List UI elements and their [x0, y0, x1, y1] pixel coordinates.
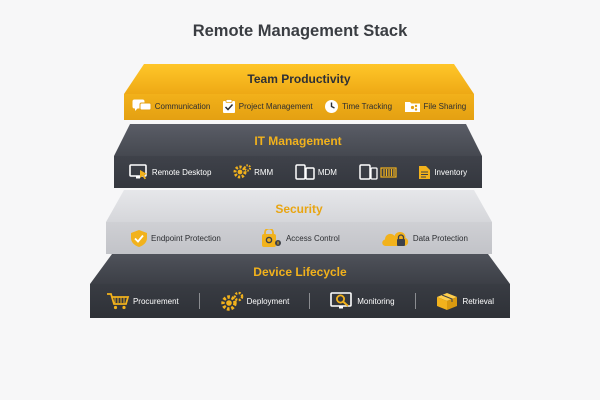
cart-icon	[106, 293, 130, 310]
divider	[309, 293, 311, 309]
layer-team-productivity-slab	[124, 64, 474, 120]
gears-icon	[220, 291, 243, 311]
item-procurement: Procurement	[106, 292, 179, 310]
divider	[414, 293, 416, 309]
item-retrieval: Retrieval	[435, 291, 494, 311]
item-data-protection: Data Protection	[380, 228, 468, 248]
divider	[198, 293, 200, 309]
shared-folder-icon	[404, 102, 420, 112]
box-icon	[437, 293, 458, 310]
layer-team-productivity-items: Communication Project Management Time Tr…	[126, 94, 472, 118]
shield-check-icon	[131, 229, 148, 247]
item-deployment: Deployment	[220, 291, 289, 311]
mobile-devices-icon	[295, 164, 315, 180]
item-devices-barcode	[358, 164, 397, 180]
item-remote-desktop: Remote Desktop	[129, 164, 211, 180]
layer-it-management-slab	[114, 124, 482, 188]
item-time-tracking: Time Tracking	[324, 99, 392, 114]
item-communication: Communication	[132, 99, 210, 113]
layer-heading: Team Productivity	[247, 72, 351, 86]
item-mdm: MDM	[295, 164, 337, 180]
item-monitoring: Monitoring	[330, 291, 395, 311]
item-rmm: RMM	[233, 164, 273, 180]
monitor-search-icon	[330, 291, 353, 308]
key-lock-icon	[261, 228, 281, 247]
layer-device-lifecycle-slab	[90, 254, 510, 318]
item-endpoint-protection: Endpoint Protection	[130, 229, 221, 248]
layer-heading: Device Lifecycle	[253, 265, 347, 279]
document-icon	[419, 165, 431, 179]
gears-icon	[233, 164, 252, 179]
item-access-control: Access Control	[261, 228, 340, 248]
clock-icon	[325, 99, 339, 113]
layer-heading: Security	[275, 202, 323, 216]
page-title: Remote Management Stack	[192, 22, 408, 40]
layer-heading: IT Management	[254, 134, 342, 148]
layer-security-items: Endpoint Protection Access Control Data …	[110, 224, 488, 252]
item-inventory: Inventory	[418, 165, 467, 180]
cloud-lock-icon	[382, 232, 408, 246]
layer-it-management-header: IT Management	[114, 126, 482, 156]
layer-device-lifecycle-items: Procurement Deployment Monitoring Retrie…	[96, 286, 504, 316]
clipboard-check-icon	[222, 98, 235, 113]
item-file-sharing: File Sharing	[404, 99, 466, 113]
monitor-cursor-icon	[129, 164, 147, 180]
devices-barcode-icon	[358, 164, 397, 180]
item-project-management: Project Management	[222, 98, 313, 114]
layer-security-header: Security	[106, 196, 492, 222]
layer-it-management-items: Remote Desktop RMM MDM Inventory	[118, 158, 478, 186]
layer-security-slab	[106, 190, 492, 254]
layer-device-lifecycle-header: Device Lifecycle	[90, 260, 510, 284]
chat-bubbles-icon	[132, 99, 152, 111]
layer-team-productivity-header: Team Productivity	[124, 66, 474, 92]
